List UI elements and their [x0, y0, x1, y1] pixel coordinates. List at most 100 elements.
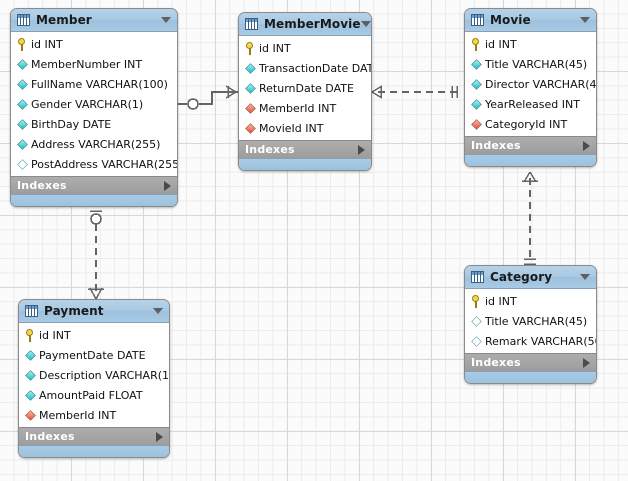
column-row[interactable]: Title VARCHAR(45) [465, 311, 596, 331]
key-icon [25, 328, 36, 342]
relationship-member-membermovie [178, 85, 238, 110]
column-row[interactable]: YearReleased INT [465, 94, 596, 114]
column-list: id INT Title VARCHAR(45) Director VARCHAR(… [465, 32, 596, 136]
column-label: CategoryId INT [485, 117, 568, 131]
chevron-down-icon[interactable] [360, 21, 371, 27]
table-footer [465, 371, 596, 383]
table-header[interactable]: Category [465, 266, 596, 289]
indexes-label: Indexes [471, 356, 521, 369]
table-name: Payment [44, 304, 104, 318]
column-row[interactable]: id INT [19, 325, 169, 345]
table-footer [465, 154, 596, 166]
column-label: id INT [31, 37, 63, 51]
column-row[interactable]: PaymentDate DATE [19, 345, 169, 365]
relationship-movie-category [522, 171, 538, 265]
table-header[interactable]: MemberMovie [239, 13, 371, 36]
column-row[interactable]: MemberId INT [19, 405, 169, 425]
column-label: Director VARCHAR(45) [485, 77, 597, 91]
column-row[interactable]: id INT [465, 34, 596, 54]
column-row[interactable]: TransactionDate DATE [239, 58, 371, 78]
column-label: Title VARCHAR(45) [485, 57, 588, 71]
column-row[interactable]: ReturnDate DATE [239, 78, 371, 98]
table-name: Movie [490, 13, 531, 27]
column-label: AmountPaid FLOAT [39, 388, 143, 402]
table-footer [19, 445, 169, 457]
column-row[interactable]: id INT [239, 38, 371, 58]
chevron-down-icon[interactable] [161, 17, 171, 23]
column-row[interactable]: BirthDay DATE [11, 114, 177, 134]
column-label: id INT [39, 328, 71, 342]
key-icon [471, 37, 482, 51]
column-row[interactable]: id INT [11, 34, 177, 54]
diamond-icon [17, 58, 28, 70]
indexes-section[interactable]: Indexes [465, 136, 596, 154]
diamond-icon [17, 78, 28, 90]
table-movie[interactable]: Movie id INT Title VARCHAR(45) Director VAR… [464, 8, 597, 167]
column-label: YearReleased INT [485, 97, 580, 111]
column-label: PostAddress VARCHAR(255) [31, 157, 178, 171]
column-row[interactable]: Director VARCHAR(45) [465, 74, 596, 94]
chevron-down-icon[interactable] [580, 17, 590, 23]
triangle-right-icon[interactable] [156, 431, 163, 442]
table-name: Member [36, 13, 92, 27]
column-label: Description VARCHAR(100) [39, 368, 169, 382]
table-header[interactable]: Movie [465, 9, 596, 32]
triangle-right-icon[interactable] [583, 357, 590, 368]
indexes-section[interactable]: Indexes [19, 427, 169, 445]
indexes-section[interactable]: Indexes [239, 140, 371, 158]
diamond-icon [25, 409, 36, 421]
column-row[interactable]: MemberNumber INT [11, 54, 177, 74]
column-label: MemberNumber INT [31, 57, 143, 71]
diamond-icon [245, 122, 256, 134]
indexes-label: Indexes [471, 139, 521, 152]
triangle-right-icon[interactable] [358, 144, 365, 155]
key-icon [245, 41, 256, 55]
diamond-icon [17, 138, 28, 150]
diamond-icon [25, 369, 36, 381]
column-row[interactable]: FullName VARCHAR(100) [11, 74, 177, 94]
table-icon [471, 271, 484, 283]
table-icon [245, 18, 258, 30]
column-row[interactable]: MovieId INT [239, 118, 371, 138]
column-label: id INT [259, 41, 291, 55]
column-row[interactable]: Description VARCHAR(100) [19, 365, 169, 385]
table-name: Category [490, 270, 553, 284]
column-row[interactable]: Address VARCHAR(255) [11, 134, 177, 154]
diamond-icon [17, 118, 28, 130]
diamond-icon [25, 389, 36, 401]
chevron-down-icon[interactable] [580, 274, 590, 280]
column-label: MemberId INT [39, 408, 117, 422]
column-row[interactable]: Remark VARCHAR(500) [465, 331, 596, 351]
column-row[interactable]: Gender VARCHAR(1) [11, 94, 177, 114]
diamond-icon [471, 78, 482, 90]
column-label: FullName VARCHAR(100) [31, 77, 168, 91]
column-list: id INT MemberNumber INT FullName VARCHAR(1… [11, 32, 177, 176]
table-payment[interactable]: Payment id INT PaymentDate DATE Description… [18, 299, 170, 458]
column-row[interactable]: AmountPaid FLOAT [19, 385, 169, 405]
relationship-membermovie-movie [371, 85, 458, 99]
column-row[interactable]: CategoryId INT [465, 114, 596, 134]
indexes-section[interactable]: Indexes [465, 353, 596, 371]
column-row[interactable]: MemberId INT [239, 98, 371, 118]
triangle-right-icon[interactable] [583, 140, 590, 151]
diamond-icon [471, 98, 482, 110]
column-label: Address VARCHAR(255) [31, 137, 161, 151]
table-member[interactable]: Member id INT MemberNumber INT FullName VAR… [10, 8, 178, 207]
column-label: id INT [485, 37, 517, 51]
column-row[interactable]: id INT [465, 291, 596, 311]
triangle-right-icon[interactable] [164, 180, 171, 191]
diamond-icon [245, 62, 256, 74]
table-header[interactable]: Member [11, 9, 177, 32]
indexes-section[interactable]: Indexes [11, 176, 177, 194]
table-header[interactable]: Payment [19, 300, 169, 323]
chevron-down-icon[interactable] [153, 308, 163, 314]
indexes-label: Indexes [25, 430, 75, 443]
column-row[interactable]: PostAddress VARCHAR(255) [11, 154, 177, 174]
column-row[interactable]: Title VARCHAR(45) [465, 54, 596, 74]
diamond-icon [17, 158, 28, 170]
